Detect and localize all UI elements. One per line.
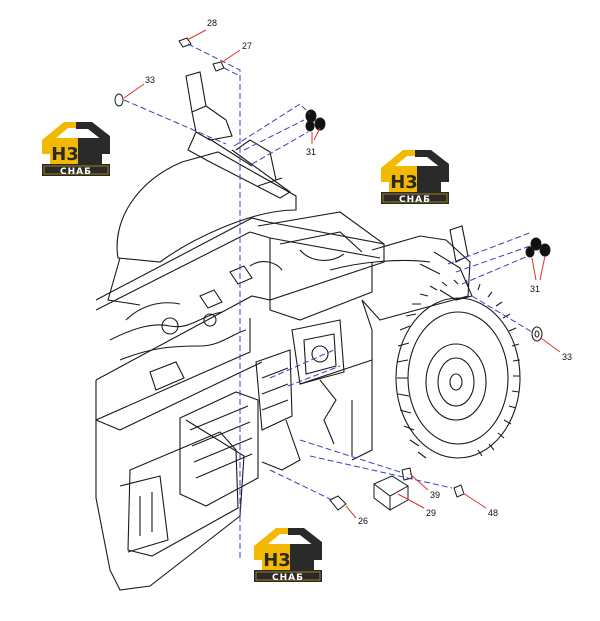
center-bracket [255, 349, 293, 431]
callout-labels: 28 27 33 31 31 33 39 29 48 26 [145, 18, 572, 526]
svg-text:H3: H3 [263, 550, 291, 571]
callout-31-right: 31 [530, 284, 540, 294]
part-26-switch [329, 495, 347, 511]
part-27-tab [212, 61, 225, 72]
tire-tread [396, 279, 521, 459]
watermark-logo: H3 СНАБ [41, 121, 111, 177]
engine-compartment [257, 211, 385, 321]
foot-plate [185, 71, 207, 113]
parts [114, 37, 551, 511]
callout-28: 28 [207, 18, 217, 28]
frame-rail [95, 217, 385, 381]
lower-frame [95, 419, 245, 591]
part-31-lamp [305, 109, 317, 123]
part-31-lamp [305, 120, 315, 132]
part-28-clip [178, 37, 192, 48]
callout-leaders [123, 29, 561, 519]
right-bracket [449, 225, 469, 263]
part-29-box [373, 475, 409, 511]
callout-26: 26 [358, 516, 368, 526]
svg-text:СНАБ: СНАБ [272, 573, 304, 583]
callout-39: 39 [430, 490, 440, 500]
machine-outline [95, 71, 473, 591]
part-31-lamp [530, 237, 542, 251]
assembly-lines [123, 43, 533, 560]
callout-27: 27 [242, 41, 252, 51]
callout-31-top: 31 [306, 147, 316, 157]
part-33-grommet-left [114, 93, 124, 107]
watermark-logo: H3 СНАБ [380, 149, 450, 205]
svg-text:СНАБ: СНАБ [60, 167, 92, 177]
part-48-bolt [453, 484, 465, 498]
callout-48: 48 [488, 508, 498, 518]
callout-33-right: 33 [562, 352, 572, 362]
tire [395, 279, 521, 459]
fuel-tank [179, 391, 259, 507]
part-33-grommet-right [531, 326, 543, 342]
wheel-rim [425, 343, 487, 421]
right-fender [361, 235, 471, 321]
svg-text:H3: H3 [51, 144, 79, 165]
left-fender [116, 151, 297, 263]
watermark-logo: H3 СНАБ [253, 527, 323, 583]
part-31-lamp [539, 243, 551, 257]
svg-text:H3: H3 [390, 172, 418, 193]
callout-33-left: 33 [145, 75, 155, 85]
part-31-lamp [314, 117, 326, 131]
part-31-lamp [525, 246, 535, 258]
svg-text:СНАБ: СНАБ [399, 195, 431, 205]
callout-29: 29 [426, 508, 436, 518]
